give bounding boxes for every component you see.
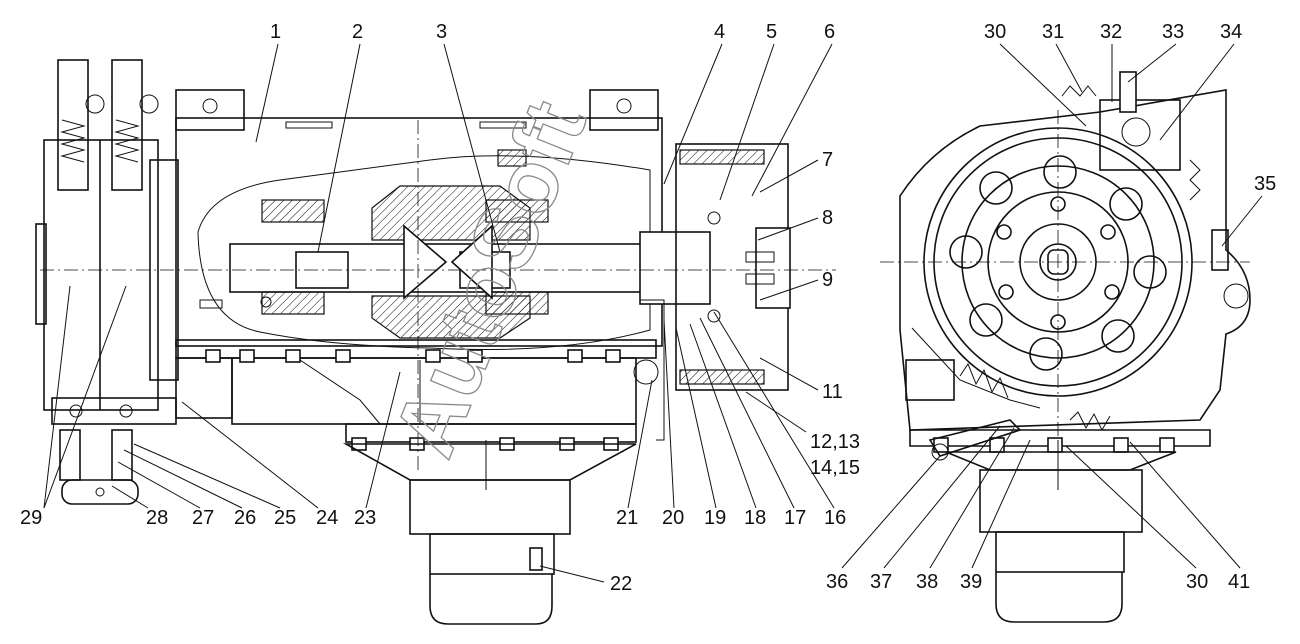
callout-23: 23	[354, 507, 376, 529]
callout-35: 35	[1254, 173, 1276, 195]
side-section-view	[35, 59, 836, 625]
callout-29: 29	[20, 507, 42, 529]
callout-41: 41	[1228, 571, 1250, 593]
callout-9: 9	[822, 269, 833, 291]
callout-8: 8	[822, 207, 833, 229]
end-bottom-bolts	[933, 437, 1175, 453]
callout-28: 28	[146, 507, 168, 529]
callout-34: 34	[1220, 21, 1242, 43]
callout-4: 4	[714, 21, 725, 43]
callout-1: 1	[270, 21, 281, 43]
callout-6: 6	[824, 21, 835, 43]
callout-37: 37	[870, 571, 892, 593]
callout-31: 31	[1042, 21, 1064, 43]
callout-22: 22	[610, 573, 632, 595]
callout-7: 7	[822, 149, 833, 171]
end-view	[880, 71, 1251, 623]
callout-39: 39	[960, 571, 982, 593]
callout-2: 2	[352, 21, 363, 43]
callout-32: 32	[1100, 21, 1122, 43]
callout-16: 16	[824, 507, 846, 529]
callout-27: 27	[192, 507, 214, 529]
callout-12-13: 12,13	[810, 431, 860, 453]
callout-labels: 1 2 3 4 5 6 7 8 9 11 12,13 14,15 16 17 1…	[20, 21, 1276, 595]
callout-20: 20	[662, 507, 684, 529]
callout-11: 11	[822, 381, 843, 403]
callout-30-top: 30	[984, 21, 1006, 43]
leader-lines	[43, 43, 1263, 583]
callout-14-15: 14,15	[810, 457, 860, 479]
callout-33: 33	[1162, 21, 1184, 43]
callout-21: 21	[616, 507, 638, 529]
callout-30-bottom: 30	[1186, 571, 1208, 593]
callout-26: 26	[234, 507, 256, 529]
callout-17: 17	[784, 507, 806, 529]
disc-holes	[949, 155, 1167, 371]
callout-5: 5	[766, 21, 777, 43]
callout-38: 38	[916, 571, 938, 593]
callout-36: 36	[826, 571, 848, 593]
callout-19: 19	[704, 507, 726, 529]
callout-3: 3	[436, 21, 447, 43]
callout-25: 25	[274, 507, 296, 529]
brake-springs	[57, 59, 159, 191]
callout-24: 24	[316, 507, 338, 529]
callout-18: 18	[744, 507, 766, 529]
